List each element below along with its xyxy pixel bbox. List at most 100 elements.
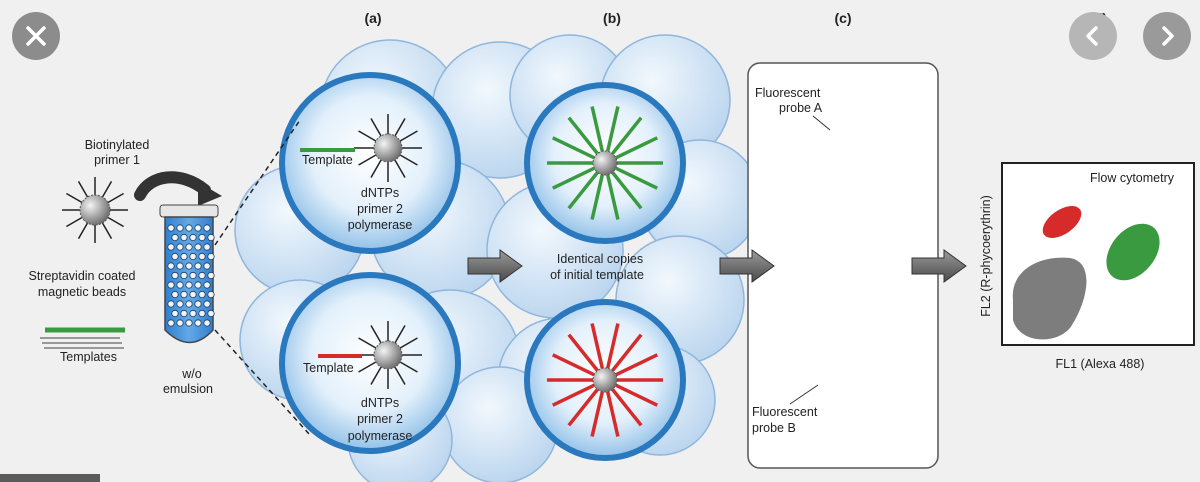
green-population [1106,223,1160,281]
tube-bead [176,262,184,270]
bead-green-amplified [547,106,663,220]
tube-bead [171,252,179,261]
previous-button[interactable] [1069,12,1117,60]
dntps-top: dNTPs [361,186,399,200]
tube-bead [198,309,206,318]
tube-bead [198,290,206,299]
tube-bead [194,300,202,308]
tube-bead [171,290,179,299]
tube-bead [207,309,215,318]
bottom-progress-strip [0,474,100,482]
tube-bead [171,233,179,242]
tube-bead [185,300,193,308]
tube-bead [189,290,197,299]
tube-bead [167,243,175,251]
panel-b-label: (b) [603,10,621,26]
templates-label: Templates [60,350,117,364]
red-population [1042,206,1082,238]
templates-lines [40,327,125,349]
tube-bead [167,281,175,289]
tube-bead [203,300,211,308]
tube-bead [203,262,211,270]
tube-bead [180,290,188,299]
tube-bead [176,224,184,232]
template-label-bottom: Template [303,361,354,375]
tube-bead [176,281,184,289]
tube-bead [176,300,184,308]
probe-a-label-1: Fluorescent [755,86,821,100]
dntps-bottom: dNTPs [361,396,399,410]
tube-bead [198,233,206,242]
tube-bead [198,252,206,261]
flow-cytometry-plot [1001,162,1195,346]
droplet-bottom [279,272,461,454]
chevron-right-icon [1162,26,1174,46]
flow-xlabel: FL1 (Alexa 488) [1056,357,1145,371]
tube-bead [189,309,197,318]
wo-label: w/o [181,367,202,381]
emulsion-tube [159,204,219,344]
tube-bead [185,224,193,232]
tube-bead [194,319,202,327]
close-icon [26,26,46,46]
close-button[interactable] [12,12,60,60]
tube-bead [189,233,197,242]
polymerase-top: polymerase [348,218,413,232]
bead-droplet-bottom [354,321,422,389]
tube-bead [167,224,175,232]
zoom-lines [214,119,311,436]
tube-bead [203,243,211,251]
probe-a-label-2: probe A [779,101,823,115]
tube-bead [207,252,215,261]
template-label-top: Template [302,153,353,167]
tube-bead [194,262,202,270]
tube-bead [203,224,211,232]
tube-bead [207,290,215,299]
panel-a-label: (a) [364,10,381,26]
initial-template-label: of initial template [550,268,644,282]
flow-ylabel: FL2 (R-phycoerythrin) [979,195,993,317]
tube-bead [171,271,179,280]
magnetic-beads-label: magnetic beads [38,285,126,299]
tube-bead [180,271,188,280]
gray-population [1012,257,1087,340]
tube-bead [194,224,202,232]
emulsion-label: emulsion [163,382,213,396]
streptavidin-label: Streptavidin coated [28,269,135,283]
tube-bead [180,309,188,318]
tube-bead [167,262,175,270]
tube-bead [194,281,202,289]
droplet-top [279,72,461,254]
tube-bead [185,319,193,327]
tube-bead [167,300,175,308]
primer1-label: primer 1 [94,153,140,167]
tube-bead [207,271,215,280]
probe-b-label-1: Fluorescent [752,405,818,419]
bead-droplet-top [354,114,422,182]
panel-c-label: (c) [834,10,851,26]
tube-bead [203,281,211,289]
tube-bead [189,271,197,280]
next-button[interactable] [1143,12,1191,60]
flow-title: Flow cytometry [1090,171,1175,185]
chevron-left-icon [1086,26,1098,46]
tube-bead [207,233,215,242]
tube-bead [176,319,184,327]
tube-bead [185,243,193,251]
bead-red-amplified [547,323,663,437]
probe-b-label-2: probe B [752,421,796,435]
tube-bead [185,262,193,270]
tube-bead [176,243,184,251]
biotinylated-label: Biotinylated [85,138,150,152]
tube-bead [180,233,188,242]
process-arrows [467,249,967,283]
tube-bead [194,243,202,251]
tube-bead [198,271,206,280]
tube-bead [180,252,188,261]
tube-bead [189,252,197,261]
primer2-top: primer 2 [357,202,403,216]
tube-bead [185,281,193,289]
curved-arrow [134,171,211,201]
polymerase-bottom: polymerase [348,429,413,443]
